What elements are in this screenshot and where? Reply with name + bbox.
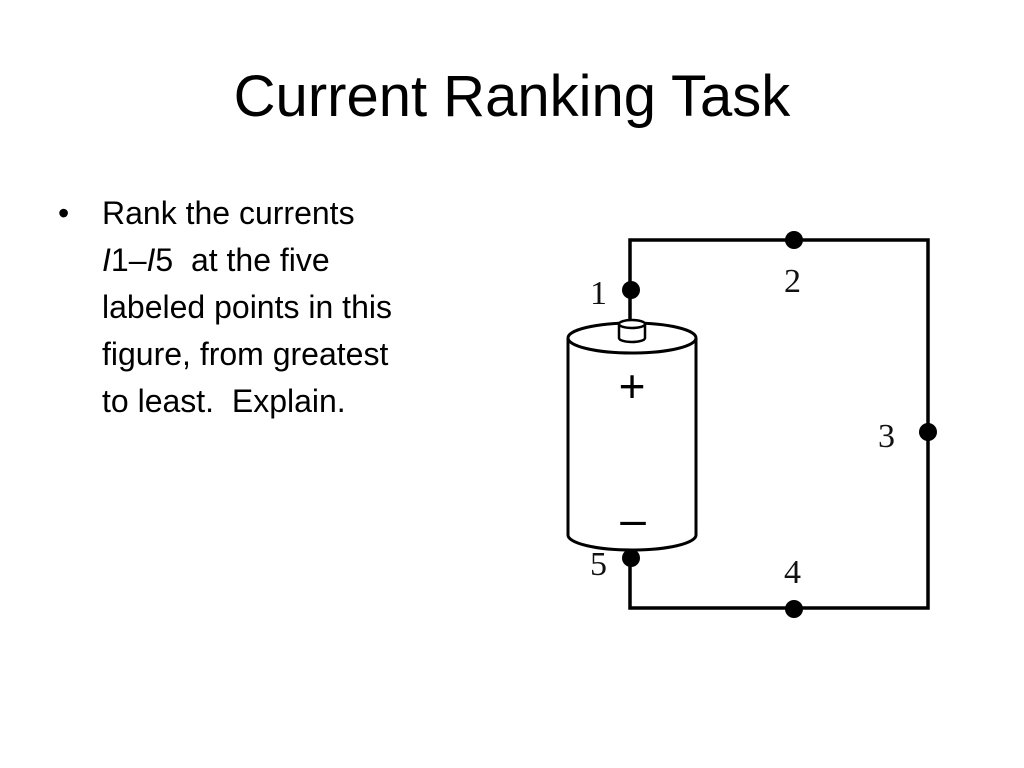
bullet-line-1: Rank the currents <box>102 195 355 231</box>
node-point-5 <box>622 549 640 567</box>
bullet-line-3: labeled points in this <box>102 289 392 325</box>
bullet-text: Rank the currents I1–I5 at the five labe… <box>102 190 482 425</box>
bullet-line-5: to least. Explain. <box>102 383 346 419</box>
node-point-2 <box>785 231 803 249</box>
current-var-i5: I <box>146 242 156 278</box>
current-var-i1: I <box>102 242 111 278</box>
bullet-line-2-rest: at the five <box>173 242 330 278</box>
point-label-4: 4 <box>784 554 801 591</box>
bullet-line-2: I1–I5 at the five <box>102 237 482 284</box>
battery: + – <box>566 318 698 552</box>
point-label-5: 5 <box>590 546 607 583</box>
point-label-3: 3 <box>878 418 895 455</box>
current-sub-1: 1 <box>110 242 129 278</box>
battery-terminal-top <box>617 318 647 330</box>
bullet-marker: • <box>58 195 70 231</box>
battery-minus-sign: – <box>620 493 646 545</box>
range-dash: – <box>128 242 147 278</box>
slide-title: Current Ranking Task <box>233 64 791 129</box>
point-label-2: 2 <box>784 263 801 300</box>
point-label-1: 1 <box>590 275 607 312</box>
node-point-4 <box>785 600 803 618</box>
node-point-1 <box>622 281 640 299</box>
current-sub-5: 5 <box>155 242 174 278</box>
node-point-3 <box>919 423 937 441</box>
bullet-line-4: figure, from greatest <box>102 336 389 372</box>
battery-plus-sign: + <box>619 360 646 412</box>
